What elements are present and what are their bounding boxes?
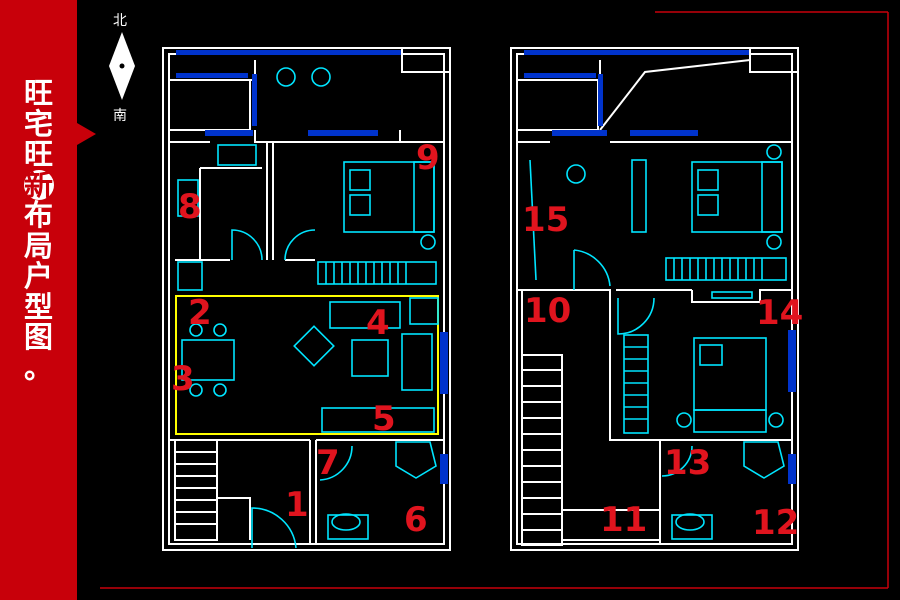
room-number: 11 (600, 500, 648, 540)
title-char: 局 (23, 228, 53, 263)
vertical-title: 旺 宅 旺 新 布 局 户 型 图 。 (0, 78, 77, 383)
title-char: 旺 (23, 76, 53, 110)
room-number: 14 (756, 293, 804, 333)
floor-plan-lower (162, 47, 451, 551)
room-number: 6 (404, 500, 428, 540)
title-char-highlight: 新 (23, 167, 54, 202)
room-number: 9 (416, 138, 440, 178)
room-number: 10 (524, 291, 572, 331)
room-number: 4 (366, 303, 390, 343)
room-number: 8 (178, 187, 202, 227)
title-char: 。 (23, 350, 53, 385)
room-number: 5 (372, 399, 396, 439)
title-char: 宅 (23, 106, 53, 141)
compass-north-label: 北 (113, 13, 127, 29)
title-char: 旺 (23, 137, 53, 171)
floor-plan-upper (510, 47, 799, 551)
room-number: 15 (522, 200, 570, 240)
compass-needle-icon (109, 32, 135, 100)
room-number: 2 (188, 293, 212, 333)
room-number: 1 (285, 485, 309, 525)
room-number: 7 (316, 443, 340, 483)
room-number: 13 (664, 443, 712, 483)
room-number: 3 (171, 359, 195, 399)
title-char: 型 (23, 289, 53, 324)
room-number: 12 (752, 503, 800, 543)
sidebar-pointer-arrow (77, 123, 96, 145)
title-char: 户 (23, 259, 53, 293)
title-sidebar: 旺 宅 旺 新 布 局 户 型 图 。 (0, 0, 77, 600)
title-char: 布 (23, 198, 53, 232)
title-char: 图 (23, 320, 53, 354)
compass-south-label: 南 (113, 108, 127, 124)
